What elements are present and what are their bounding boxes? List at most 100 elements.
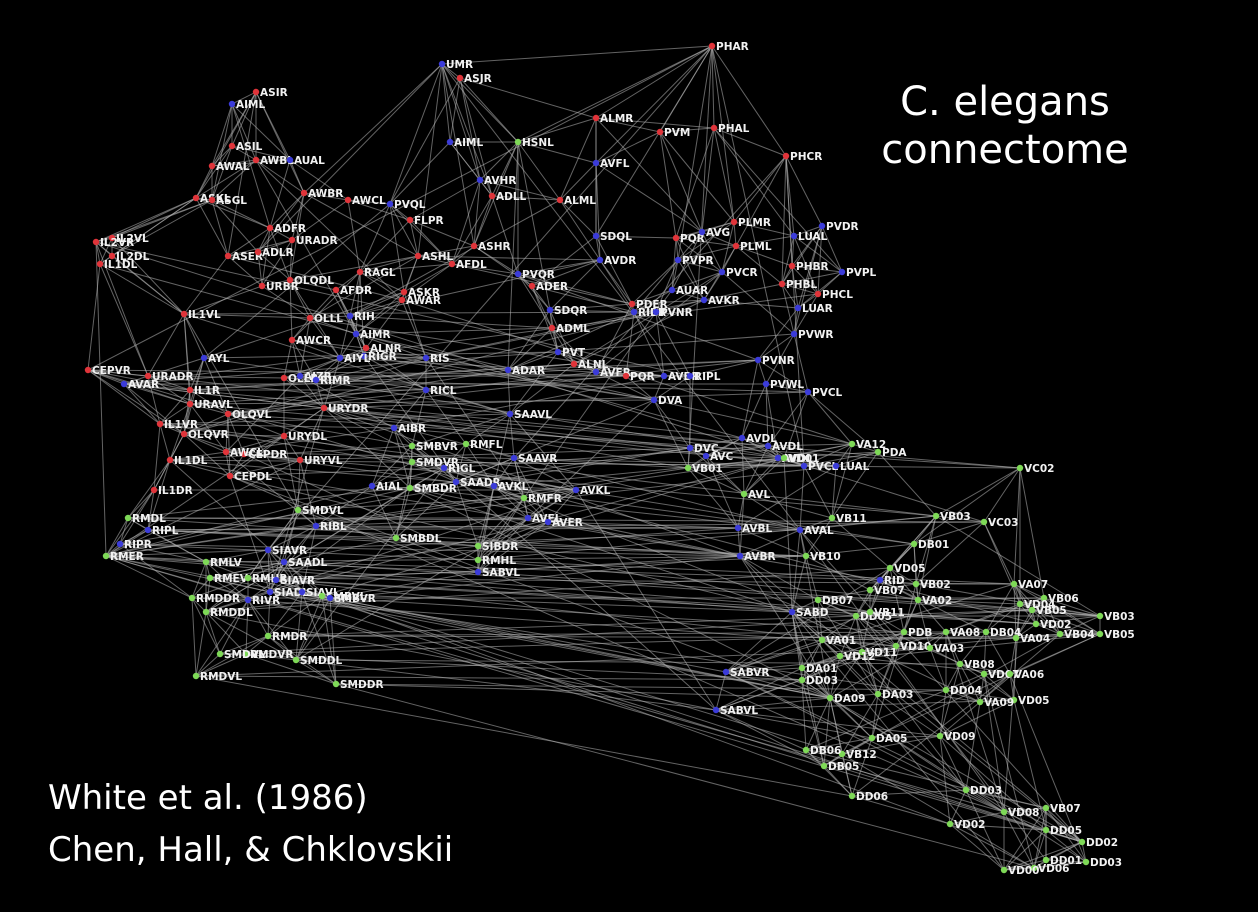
neuron-node-da05: DA05 [868,733,907,745]
connection-edge [123,383,191,391]
connection-edge [123,383,161,425]
neuron-dot [722,668,730,676]
connection-edge [733,155,787,223]
connection-edge [781,283,795,335]
connection-edge [509,363,575,415]
neuron-dot [200,354,208,362]
neuron-label: ADLR [262,247,294,259]
connection-edge [805,555,871,591]
connection-edge [1015,623,1037,639]
connection-edge [299,375,395,429]
connection-edge [411,443,467,447]
neuron-dot [980,670,988,678]
connection-edge [203,357,229,415]
connection-edge [363,355,655,401]
neuron-label: CEPDL [234,471,272,483]
neuron-label: OLQVR [188,429,229,441]
neuron-label: RMHR [252,573,287,585]
connection-edge [839,615,857,657]
neuron-label: URAVL [194,399,233,411]
connection-edge [191,561,207,599]
connection-edge [455,443,467,483]
neuron-node-avkl: AVKL [490,481,529,493]
neuron-node-pvnr: PVNR [652,307,693,319]
connection-edge [403,263,453,293]
neuron-node-adar: ADAR [504,365,545,377]
connection-edge [595,371,665,377]
connection-edge [595,235,601,261]
connection-edge [275,579,897,647]
neuron-node-adlr: ADLR [254,247,294,259]
neuron-label: ALML [564,195,596,207]
connection-edge [147,313,185,377]
connection-edge [735,245,783,285]
connection-edge [153,423,161,491]
connection-edge [291,317,311,341]
neuron-node-dvc: DVC [686,443,719,455]
connection-edge [267,595,323,637]
connection-edge [851,737,873,797]
neuron-label: RMHL [482,555,516,567]
neuron-node-smdvl: SMDVL [294,505,344,517]
neuron-label: ALNR [370,343,402,355]
neuron-dot [266,224,274,232]
neuron-label: RMDR [272,631,307,643]
connection-edge [169,459,231,477]
neuron-dot [736,552,744,560]
neuron-label: ALMR [600,113,633,125]
neuron-node-pvcl: PVCL [800,461,839,473]
connection-edge [823,765,853,797]
connection-edge [195,197,229,257]
connection-edge [631,289,673,305]
neuron-node-smddl: SMDDL [292,655,342,667]
neuron-label: RMLV [210,557,243,569]
neuron-dot [244,574,252,582]
neuron-dot [672,234,680,242]
connection-edge [793,235,819,295]
neuron-label: AVAR [128,379,159,391]
connection-edge [245,635,269,655]
neuron-dot [252,88,260,96]
connection-edge [625,311,635,377]
connection-edge [829,631,947,699]
connection-edge [513,155,787,459]
connection-edge [105,489,155,557]
neuron-dot [408,458,416,466]
neuron-node-pdb: PDB [900,627,932,639]
neuron-dot [360,352,368,360]
neuron-dot [474,556,482,564]
connection-edge [409,219,453,265]
connection-edge [801,679,825,767]
connection-edge [939,735,967,791]
neuron-node-vb05: VB05 [1028,605,1067,617]
neuron-dot [712,706,720,714]
neuron-dot [592,159,600,167]
connection-edge [517,259,601,275]
neuron-dot [942,628,950,636]
connection-edge [417,255,453,265]
connection-edge [1013,583,1037,625]
neuron-node-aser: ASER [224,251,263,263]
connection-edge [227,371,597,415]
neuron-dot [296,456,304,464]
connection-edge [127,459,171,519]
connection-edge [517,117,597,143]
connection-edge [247,599,269,637]
neuron-label: AWCL [230,447,264,459]
neuron-node-phal: PHAL [710,123,750,135]
connection-edge [531,259,601,287]
connection-edge [323,407,1021,469]
connection-edge [229,459,301,477]
connection-edge [785,155,823,227]
connection-edge [949,823,1035,869]
neuron-dot [144,526,152,534]
connection-edge [741,437,785,459]
neuron-label: LUAL [840,461,870,473]
neuron-dot [226,472,234,480]
connection-edge [739,529,801,557]
neuron-node-siavr: SIAVR [264,545,307,557]
connection-edge [183,433,285,437]
neuron-node-vc03: VC03 [980,517,1018,529]
connection-edge [189,403,229,415]
